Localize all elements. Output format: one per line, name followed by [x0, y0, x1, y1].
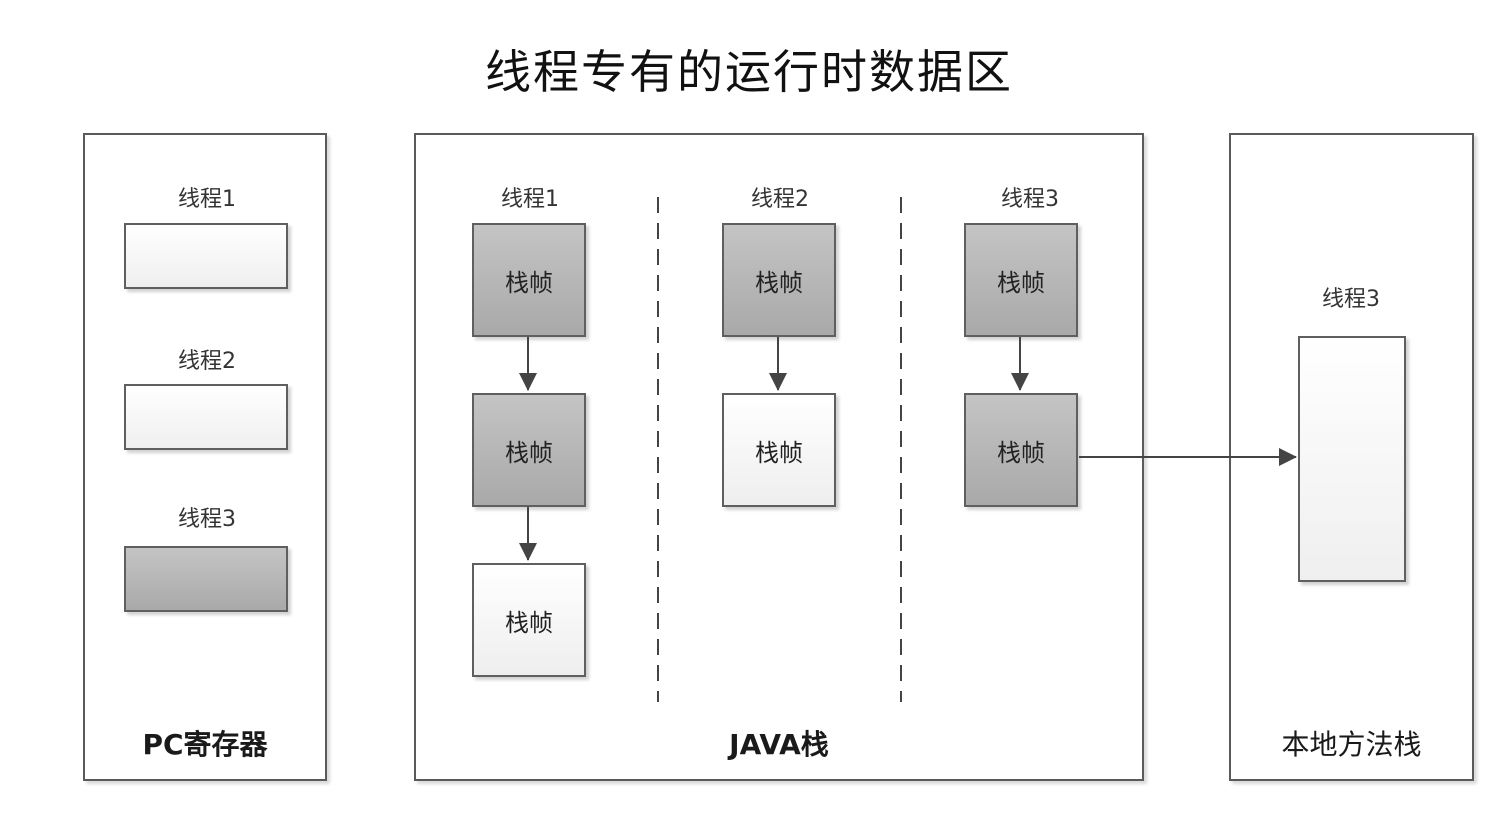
java-thread-1-frame-1: 栈帧 [472, 223, 586, 337]
native-thread-3-slot [1298, 336, 1406, 582]
java-thread-1-frame-3: 栈帧 [472, 563, 586, 677]
pc-thread-1-slot [124, 223, 288, 289]
java-thread-3-frame-1: 栈帧 [964, 223, 1078, 337]
native-method-stack-panel: 线程3 本地方法栈 [1229, 133, 1474, 781]
pc-register-panel: 线程1 线程2 线程3 PC寄存器 [83, 133, 327, 781]
pc-thread-1-label: 线程1 [178, 187, 236, 212]
pc-thread-3-slot [124, 546, 288, 612]
java-thread-1-frame-2: 栈帧 [472, 393, 586, 507]
java-thread-3-frame-2: 栈帧 [964, 393, 1078, 507]
java-thread-2-frame-1: 栈帧 [722, 223, 836, 337]
java-stack-label: JAVA栈 [729, 728, 829, 761]
native-method-stack-label: 本地方法栈 [1281, 728, 1422, 761]
diagram-title: 线程专有的运行时数据区 [485, 45, 1013, 99]
java-thread-1-label: 线程1 [501, 187, 559, 212]
java-thread-2-label: 线程2 [751, 187, 809, 212]
pc-thread-3-label: 线程3 [178, 507, 236, 532]
pc-register-label: PC寄存器 [142, 728, 268, 761]
pc-thread-2-slot [124, 384, 288, 450]
java-thread-2-frame-2: 栈帧 [722, 393, 836, 507]
pc-thread-2-label: 线程2 [178, 349, 236, 374]
native-thread-3-label: 线程3 [1322, 287, 1380, 312]
java-stack-panel: 线程1 栈帧 栈帧 栈帧 线程2 栈帧 栈帧 线程3 栈帧 栈帧 JAVA栈 [414, 133, 1144, 781]
java-thread-3-label: 线程3 [1001, 187, 1059, 212]
